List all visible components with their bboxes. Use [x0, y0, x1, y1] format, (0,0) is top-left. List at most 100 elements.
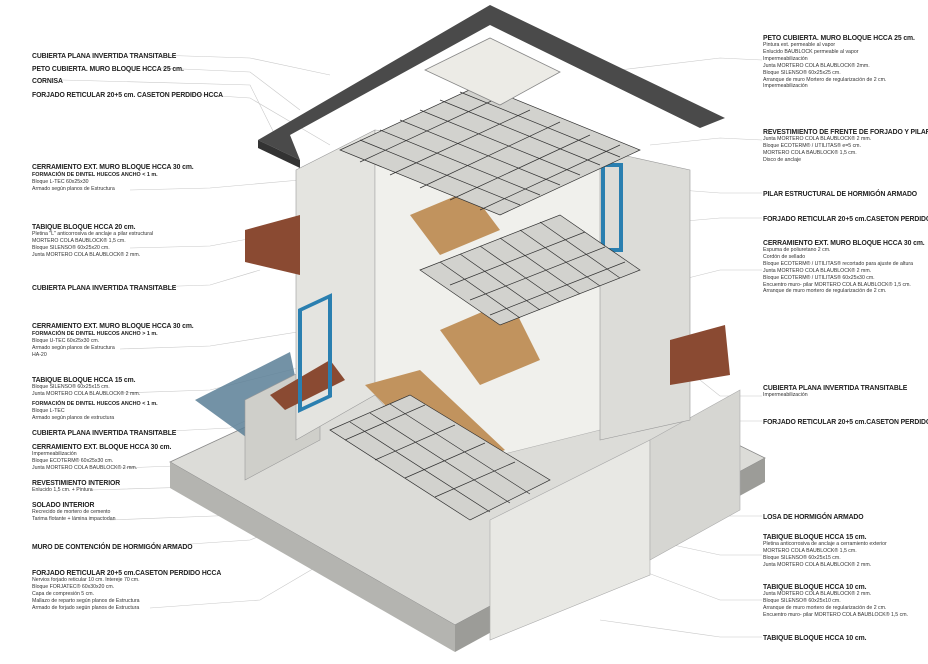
label-title: PETO CUBIERTA. MURO BLOQUE HCCA 25 cm.: [763, 33, 915, 42]
label-detail-line: Espuma de poliuretano 2 cm.: [763, 247, 831, 253]
label-title: MURO DE CONTENCIÓN DE HORMIGÓN ARMADO: [32, 542, 193, 551]
right_labels-label-block: FORJADO RETICULAR 20+5 cm.CASETON PERDID…: [763, 417, 928, 426]
label-detail-line: Bloque SILENSO® 60x25x10 cm.: [763, 597, 841, 604]
left_labels-label-block: CERRAMIENTO EXT. MURO BLOQUE HCCA 30 cm.…: [32, 321, 202, 359]
label-subtitle: FORMACIÓN DE DINTEL HUECOS ANCHO < 1 m.: [32, 401, 158, 407]
label-title: CUBIERTA PLANA INVERTIDA TRANSITABLE: [32, 428, 177, 437]
label-title: CORNISA: [32, 76, 63, 85]
label-title: LOSA DE HORMIGÓN ARMADO: [763, 512, 864, 521]
label-detail-line: Bloque SILENSO® 60x25x15 cm.: [32, 384, 110, 390]
right-tall-wall: [599, 149, 691, 441]
label-detail-line: Junta MORTERO COLA BLAUBLOCK® 2 mm.: [763, 591, 872, 597]
right_labels-label-block: PILAR ESTRUCTURAL DE HORMIGÓN ARMADO: [763, 189, 925, 198]
label-title: CUBIERTA PLANA INVERTIDA TRANSITABLE: [32, 283, 177, 292]
right_labels-label-block: REVESTIMIENTO DE FRENTE DE FORJADO Y PIL…: [763, 127, 928, 164]
right_labels-label-block: TABIQUE BLOQUE HCCA 10 cm.: [763, 633, 872, 642]
label-detail-line: Junta MORTERO COLA BLAUBLOCK® 2 mm.: [763, 267, 872, 274]
label-detail-line: Pletina "L" anticorrosiva de anclaje a p…: [32, 231, 154, 237]
label-detail-line: HA-20: [32, 351, 47, 358]
label-detail-line: Encuentro muro- pilar MORTERO COLA BAUBL…: [763, 611, 908, 618]
label-title: FORJADO RETICULAR 20+5 cm.CASETON PERDID…: [763, 214, 928, 223]
left-terrace: [245, 215, 300, 275]
label-title: CERRAMIENTO EXT. BLOQUE HCCA 30 cm.: [32, 442, 172, 451]
label-title: PETO CUBIERTA. MURO BLOQUE HCCA 25 cm.: [32, 64, 184, 73]
middle-wood-floor: [440, 300, 540, 385]
label-detail-line: Pletina anticorrosiva de anclaje a cerra…: [763, 541, 887, 547]
foundation-slab-left-face: [170, 462, 455, 652]
label-detail-line: Recrecido de mortero de cemento: [32, 509, 111, 515]
label-detail-line: Junta MORTERO COLA BAUBLOCK® 2 mm.: [32, 464, 138, 471]
label-detail-line: Bloque ECOTERM® 60x25x30 cm.: [32, 457, 114, 464]
label-detail-line: Impermeabilización: [763, 83, 808, 90]
label-detail-line: Armado según planos de estructura: [32, 414, 115, 421]
label-detail-line: Enlucido BAUBLOCK permeable al vapor: [763, 48, 859, 55]
front-right-wall: [649, 389, 741, 561]
label-title: CERRAMIENTO EXT. MURO BLOQUE HCCA 30 cm.: [32, 162, 194, 171]
right_labels-label-block: LOSA DE HORMIGÓN ARMADO: [763, 512, 869, 521]
label-detail-line: Junta MORTERO COLA BLAUBLOCK® 2mm.: [763, 62, 870, 69]
label-detail-line: Bloque U-TEC 60x25x30 cm.: [32, 338, 100, 344]
label-title: SOLADO INTERIOR: [32, 500, 95, 509]
label-detail-line: Bloque L-TEC 60x25x30: [32, 179, 89, 185]
left_labels-label-block: CERRAMIENTO EXT. MURO BLOQUE HCCA 30 cm.…: [32, 162, 202, 193]
label-title: CUBIERTA PLANA INVERTIDA TRANSITABLE: [763, 383, 908, 392]
label-detail-line: Bloque ECOTERM® / UTILITAS® recortado pa…: [763, 260, 913, 267]
right_labels-label-block: TABIQUE BLOQUE HCCA 15 cm.Pletina antico…: [763, 532, 887, 569]
label-detail-line: Arranque de muro mortero de regularizaci…: [763, 604, 887, 611]
label-detail-line: Bloque SILENSO® 60x25x20 cm.: [32, 244, 110, 251]
window-left: [298, 293, 332, 414]
label-detail-line: Armado según planos de Estructura: [32, 185, 115, 192]
left_labels-label-block: FORJADO RETICULAR 20+5 cm. CASETON PERDI…: [32, 90, 233, 99]
right_labels-label-block: FORJADO RETICULAR 20+5 cm.CASETON PERDID…: [763, 214, 928, 223]
label-title: TABIQUE BLOQUE HCCA 10 cm.: [763, 582, 867, 591]
label-detail-line: Impermeabilización: [763, 392, 808, 398]
left_labels-label-block: TABIQUE BLOQUE HCCA 20 cm.Pletina "L" an…: [32, 222, 153, 259]
label-detail-line: MORTERO COLA BAUBLOCK® 1,5 cm.: [763, 547, 857, 554]
label-detail-line: Pintura ext. permeable al vapor: [763, 42, 836, 48]
label-detail-line: Bloque FORJATEC® 60x30x20 cm.: [32, 583, 115, 590]
label-detail-line: Cordón de sellado: [763, 253, 806, 260]
upper-wood-floor: [410, 190, 500, 255]
label-detail-line: Enlucido 1,5 cm. + Pintura: [32, 487, 93, 493]
label-detail-line: Tarima flotante + lámina impactodan: [32, 515, 116, 522]
left_labels-label-block: CORNISA: [32, 76, 64, 85]
label-detail-line: Disco de anclaje: [763, 156, 802, 163]
left_labels-label-block: TABIQUE BLOQUE HCCA 15 cm.Bloque SILENSO…: [32, 375, 141, 398]
label-detail-line: Armado según planos de Estructura: [32, 344, 115, 351]
right_labels-label-block: TABIQUE BLOQUE HCCA 10 cm.Junta MORTERO …: [763, 582, 908, 619]
left_labels-label-block: CUBIERTA PLANA INVERTIDA TRANSITABLE: [32, 51, 184, 60]
right_labels-label-block: PETO CUBIERTA. MURO BLOQUE HCCA 25 cm.Pi…: [763, 33, 923, 90]
label-title: TABIQUE BLOQUE HCCA 15 cm.: [32, 375, 136, 384]
label-detail-line: Capa de compresión 5 cm.: [32, 590, 94, 597]
roof-slab: [258, 5, 725, 160]
label-title: REVESTIMIENTO INTERIOR: [32, 478, 121, 487]
left_labels-label-block: FORJADO RETICULAR 20+5 cm.CASETON PERDID…: [32, 568, 231, 612]
label-title: CUBIERTA PLANA INVERTIDA TRANSITABLE: [32, 51, 177, 60]
label-title: TABIQUE BLOQUE HCCA 10 cm.: [763, 633, 867, 642]
label-title: FORJADO RETICULAR 20+5 cm.CASETON PERDID…: [763, 417, 928, 426]
label-title: CERRAMIENTO EXT. MURO BLOQUE HCCA 30 cm.: [32, 321, 194, 330]
label-detail-line: Bloque L-TEC: [32, 408, 65, 414]
label-detail-line: Impermeabilización: [32, 451, 77, 457]
label-title: TABIQUE BLOQUE HCCA 20 cm.: [32, 222, 136, 231]
roof-parapet: [258, 140, 300, 168]
label-title: FORJADO RETICULAR 20+5 cm. CASETON PERDI…: [32, 90, 223, 99]
label-subtitle: FORMACIÓN DE DINTEL HUECOS ANCHO < 1 m.: [32, 172, 158, 178]
left_labels-label-block: PETO CUBIERTA. MURO BLOQUE HCCA 25 cm.: [32, 64, 192, 73]
window-right: [601, 163, 623, 252]
label-detail-line: Impermeabilización: [763, 55, 808, 62]
left_labels-label-block: MURO DE CONTENCIÓN DE HORMIGÓN ARMADO: [32, 542, 201, 551]
right_labels-label-block: CERRAMIENTO EXT. MURO BLOQUE HCCA 30 cm.…: [763, 238, 928, 295]
middle-left-terrace: [270, 360, 345, 410]
label-detail-line: Nervios forjado reticular 10 cm. Interej…: [32, 577, 140, 583]
label-detail-line: Bloque ECOTERM® / UTILITAS® 60x25x30 cm.: [763, 274, 875, 281]
label-detail-line: Encuentro muro- pilar MORTERO COLA BLAUB…: [763, 281, 911, 288]
label-subtitle: FORMACIÓN DE DINTEL HUECOS ANCHO > 1 m.: [32, 331, 158, 337]
left_labels-label-block: FORMACIÓN DE DINTEL HUECOS ANCHO < 1 m.B…: [32, 400, 158, 422]
left_labels-label-block: CUBIERTA PLANA INVERTIDA TRANSITABLE: [32, 283, 184, 292]
label-detail-line: Bloque SILENSO® 60x25x25 cm.: [763, 69, 841, 76]
